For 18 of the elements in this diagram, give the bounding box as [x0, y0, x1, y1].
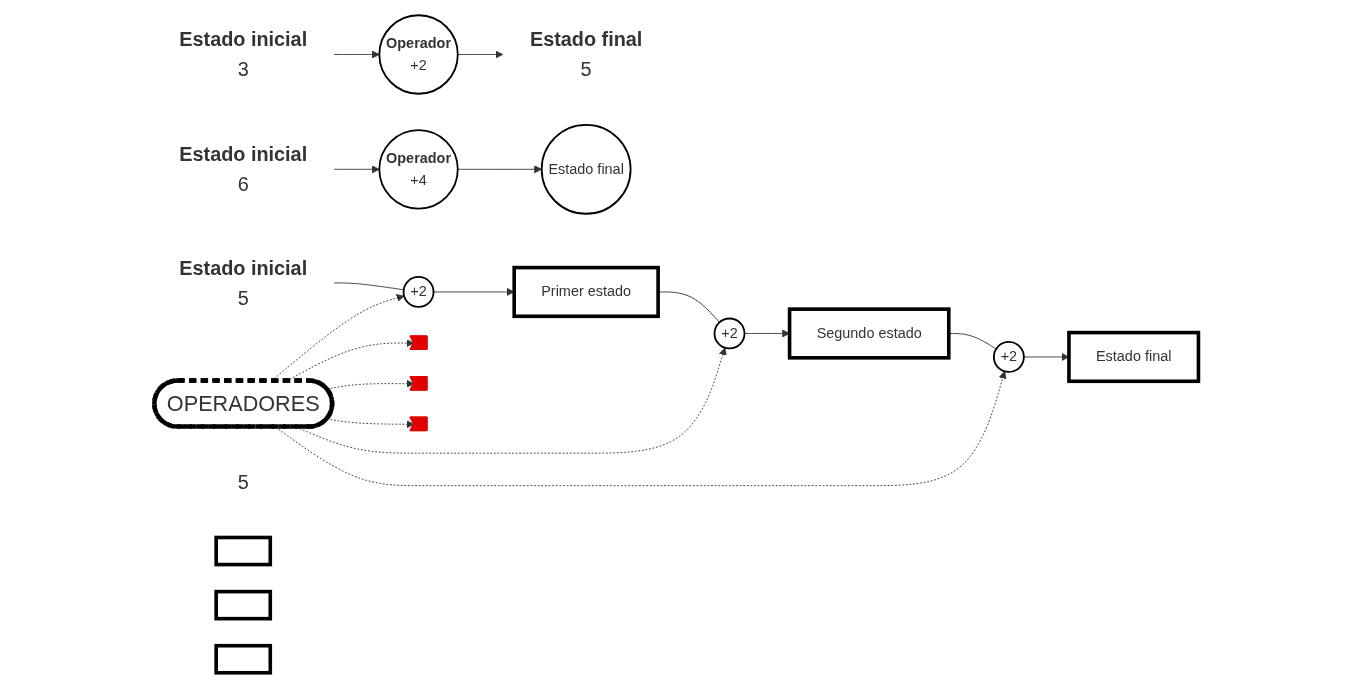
node-box: Segundo estado	[787, 307, 951, 360]
connector	[333, 282, 405, 291]
node-box	[214, 589, 273, 621]
node-box	[214, 643, 273, 675]
node-box: Estado final	[1067, 330, 1201, 384]
node-circle: +2	[713, 317, 746, 350]
node-text: Estado inicial 3	[179, 28, 308, 81]
node-circle: Operador +2	[378, 14, 459, 95]
node-text: Estado inicial 5	[179, 256, 308, 310]
node-circle: Operador +4	[378, 129, 459, 210]
node-text: 5	[237, 470, 249, 494]
node-text: Estado final 5	[530, 28, 643, 81]
node-circle: +2	[402, 276, 435, 308]
node-circle: +2	[993, 341, 1025, 373]
node-box	[214, 535, 273, 567]
node-circle: Estado final	[540, 123, 632, 215]
node-box: Primer estado	[512, 265, 661, 319]
node-text: Estado inicial 6	[179, 143, 308, 196]
